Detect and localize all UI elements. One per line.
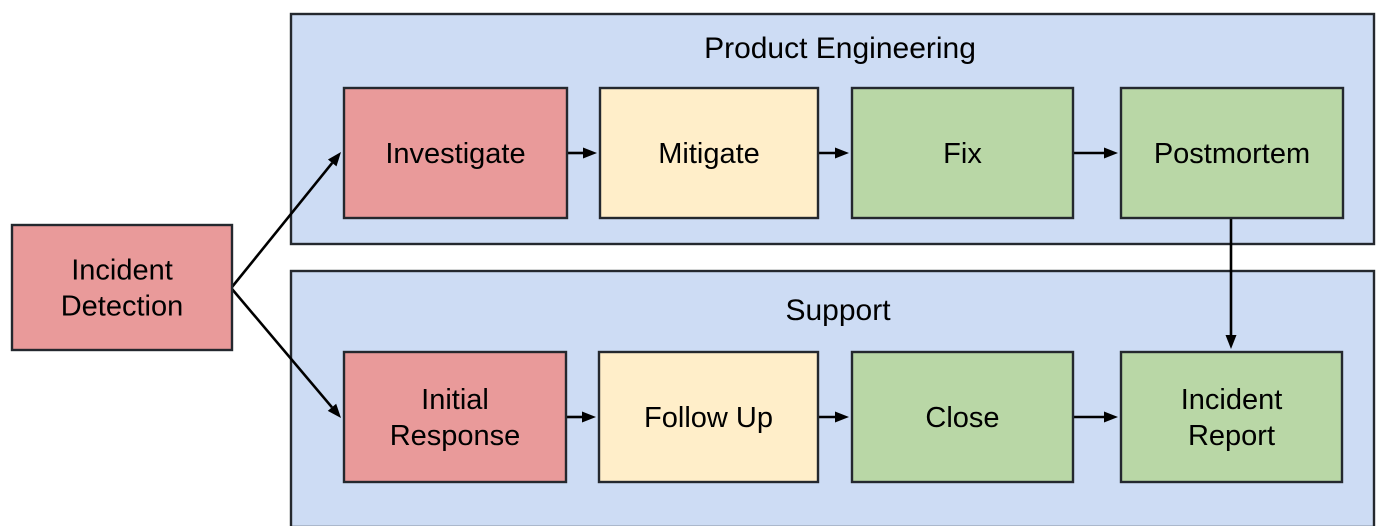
edge-initial-response-to-follow-up — [566, 411, 596, 423]
node-box-postmortem — [1119, 86, 1345, 220]
arrowhead-icon — [1225, 335, 1237, 349]
node-investigate[interactable]: Investigate — [342, 86, 569, 220]
node-label-initial-response-line1: Initial — [421, 384, 489, 416]
node-close[interactable]: Close — [850, 350, 1075, 484]
node-box-mitigate — [598, 86, 820, 220]
edge-shaft — [230, 162, 334, 288]
node-mitigate[interactable]: Mitigate — [598, 86, 820, 220]
node-label-incident-report-line1: Incident — [1181, 384, 1283, 416]
arrowhead-icon — [1104, 411, 1118, 423]
node-box-fix — [850, 86, 1075, 220]
node-label-initial-response-line2: Response — [390, 420, 521, 452]
arrowhead-icon — [327, 403, 341, 418]
lane-title-product-engineering: Product Engineering — [704, 32, 976, 65]
node-box-initial-response — [342, 350, 568, 484]
node-label-incident-report-line2: Report — [1188, 420, 1275, 452]
edge-fix-to-postmortem — [1073, 147, 1118, 159]
node-label-close: Close — [925, 402, 999, 434]
edge-detection-to-initial-response — [231, 288, 341, 418]
arrowhead-icon — [835, 411, 849, 423]
node-label-fix: Fix — [943, 138, 982, 170]
edge-mitigate-to-fix — [818, 147, 849, 159]
arrowhead-icon — [582, 411, 596, 423]
node-label-mitigate: Mitigate — [658, 138, 760, 170]
arrowhead-icon — [835, 147, 849, 159]
edge-layer — [230, 147, 1237, 423]
node-label-follow-up: Follow Up — [644, 402, 773, 434]
edge-shaft — [231, 288, 333, 409]
node-box-incident-report — [1119, 350, 1344, 484]
node-fix[interactable]: Fix — [850, 86, 1075, 220]
node-postmortem[interactable]: Postmortem — [1119, 86, 1345, 220]
node-label-postmortem: Postmortem — [1154, 138, 1310, 170]
arrowhead-icon — [1104, 147, 1118, 159]
node-label-incident-detection-line1: Incident — [71, 255, 173, 287]
node-incident-detection[interactable]: Incident Detection — [10, 223, 234, 352]
edge-detection-to-investigate — [230, 152, 341, 288]
edge-investigate-to-mitigate — [567, 147, 597, 159]
edge-follow-up-to-close — [818, 411, 849, 423]
edge-postmortem-to-incident-report — [1225, 218, 1237, 349]
node-follow-up[interactable]: Follow Up — [597, 350, 820, 484]
node-label-incident-detection-line2: Detection — [61, 291, 184, 323]
arrowhead-icon — [583, 147, 597, 159]
arrowhead-icon — [327, 152, 341, 167]
node-box-follow-up — [597, 350, 820, 484]
lane-title-support: Support — [785, 294, 891, 327]
edge-close-to-incident-report — [1073, 411, 1118, 423]
node-box-incident-detection — [10, 223, 234, 352]
node-box-investigate — [342, 86, 569, 220]
node-incident-report[interactable]: Incident Report — [1119, 350, 1344, 484]
node-box-close — [850, 350, 1075, 484]
node-label-investigate: Investigate — [385, 138, 525, 170]
node-initial-response[interactable]: Initial Response — [342, 350, 568, 484]
